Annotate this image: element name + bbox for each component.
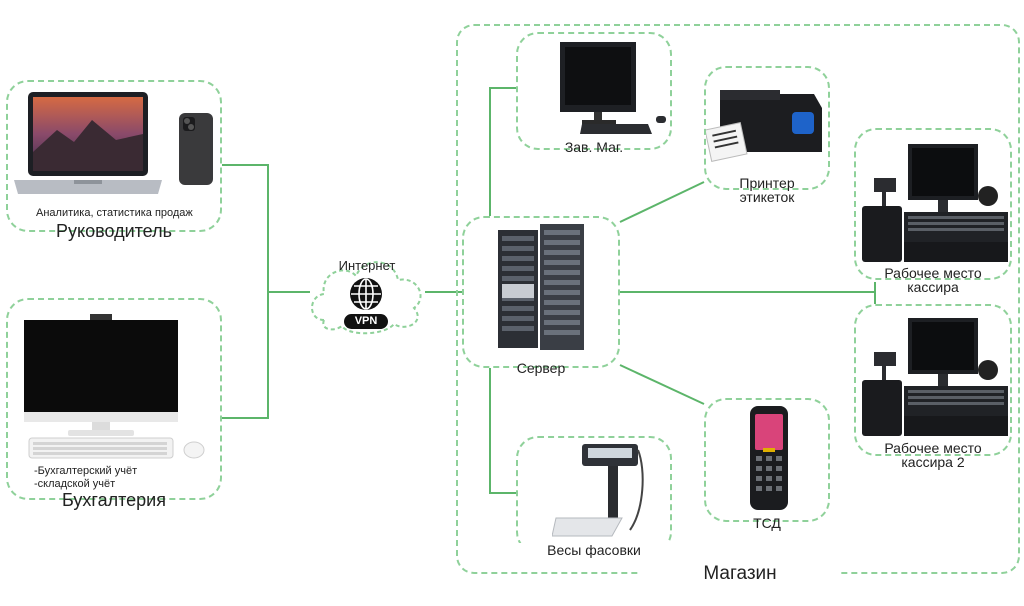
manager-pc-label: Зав. Маг. xyxy=(564,139,624,155)
accounting-caption-2: -складской учёт xyxy=(34,478,116,490)
label-printer-icon xyxy=(706,90,822,162)
scales-label: Весы фасовки xyxy=(516,543,672,557)
connector-scales xyxy=(489,368,516,494)
manager-title: Руководитель xyxy=(56,221,172,241)
pos-terminal-icon xyxy=(862,318,1008,436)
cashier1-label-2: кассира xyxy=(907,279,959,295)
globe-icon xyxy=(350,278,382,310)
store-title: Магазин xyxy=(640,563,840,585)
internet-label: Интернет xyxy=(338,258,396,273)
monitor-icon xyxy=(24,314,178,436)
mouse-icon xyxy=(183,441,205,459)
server-label: Сервер xyxy=(516,360,566,376)
connector-manager xyxy=(222,164,310,293)
tsd-label: ТСД xyxy=(753,515,781,531)
laptop-icon xyxy=(14,92,162,194)
accounting-title: Бухгалтерия xyxy=(62,490,166,510)
connector-tsd xyxy=(619,364,705,405)
printer-label-2: этикеток xyxy=(739,189,795,205)
manager-caption: Аналитика, статистика продаж xyxy=(36,207,193,219)
connector-printer xyxy=(619,181,705,223)
printer-label-1: Принтер xyxy=(739,175,795,191)
vpn-badge: VPN xyxy=(344,314,388,329)
handheld-terminal-icon xyxy=(750,406,788,510)
cashier1-label-1: Рабочее место xyxy=(884,265,982,281)
server-rack-icon xyxy=(498,224,584,350)
keyboard-icon xyxy=(28,437,174,459)
monitor-icon xyxy=(560,42,666,134)
smartphone-icon xyxy=(179,113,213,185)
accounting-caption-1: -Бухгалтерский учёт xyxy=(34,465,138,477)
scales-icon xyxy=(552,444,644,537)
cashier2-label-2: кассира 2 xyxy=(901,454,965,470)
connector-zav-mag xyxy=(489,87,516,218)
cashier2-label-1: Рабочее место xyxy=(884,440,982,456)
pos-terminal-icon xyxy=(862,144,1008,262)
connector-accounting xyxy=(222,292,269,419)
